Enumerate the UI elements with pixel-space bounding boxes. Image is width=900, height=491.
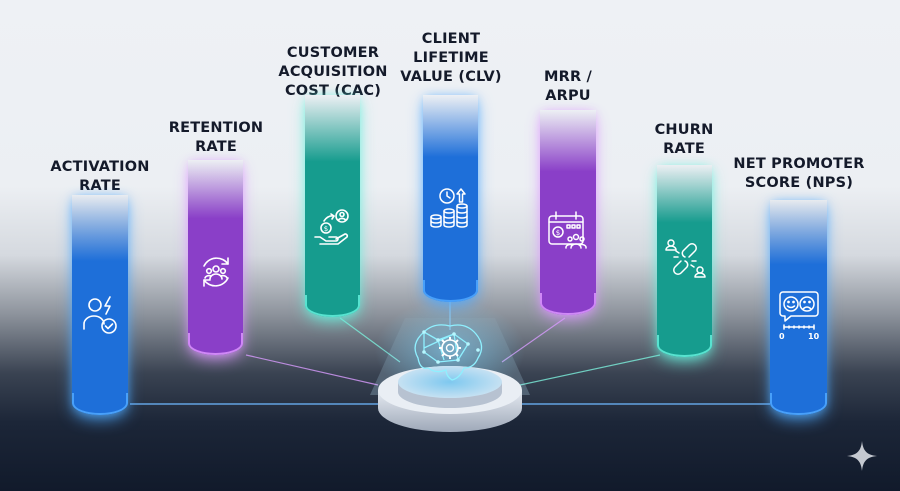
label-cac: CUSTOMER ACQUISITION COST (CAC) [278,45,388,99]
sparkle-icon [847,441,877,471]
label-activation-rate: ACTIVATION RATE [50,159,150,194]
smiley-frown-scale-icon [778,291,819,330]
svg-text:$: $ [556,229,560,237]
people-cycle-icon [202,257,229,287]
brain-gear-icon [414,324,483,381]
svg-text:$: $ [323,225,327,233]
label-retention-rate: RETENTION RATE [168,120,264,155]
pillar-nps: 0 10 [770,200,827,415]
hand-coin-user-icon: $ [313,209,349,245]
broken-chain-users-icon [664,239,706,278]
label-nps: NET PROMOTER SCORE (NPS) [733,156,865,191]
nps-scale-max: 10 [808,332,820,341]
pillar-retention-rate [188,160,243,355]
pillar-clv [423,95,478,302]
user-lightning-check-icon [83,296,117,334]
label-mrr-arpu: MRR / ARPU [543,69,593,104]
pillar-cac: $ [305,95,360,317]
ai-brain-hub [378,324,522,432]
pillar-activation-rate [72,195,128,415]
label-clv: CLIENT LIFETIME VALUE (CLV) [400,31,502,85]
nps-scale-min: 0 [779,332,785,341]
label-churn-rate: CHURN RATE [654,122,714,157]
calendar-dollar-users-icon: $ [548,211,587,249]
pillar-mrr-arpu: $ [540,110,596,315]
coins-clock-arrow-icon [429,188,468,228]
pillar-churn-rate [657,165,712,357]
